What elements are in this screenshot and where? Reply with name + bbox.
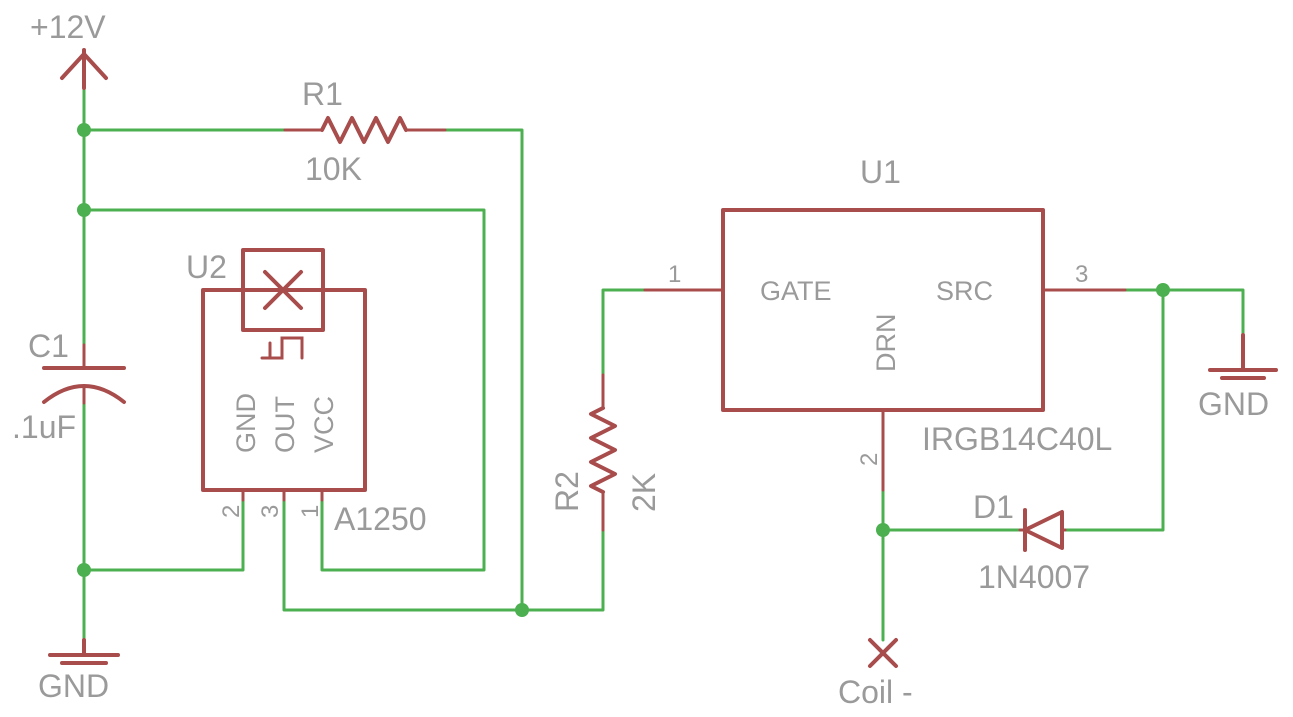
wire-src-gnd	[1123, 288, 1245, 337]
junction-dot	[1156, 283, 1170, 297]
u2-ref: U2	[186, 249, 227, 285]
wires	[82, 86, 1245, 642]
u1-ref: U1	[860, 154, 901, 190]
c1-ref: C1	[28, 328, 69, 364]
u2-pulse-icon	[260, 336, 304, 360]
junction-dot	[876, 523, 890, 537]
resistor-r2: R2 2K	[549, 373, 662, 532]
supply-arrow-icon	[60, 52, 108, 80]
u2-pin-name-gnd: GND	[231, 393, 261, 453]
u2-sensor-box	[241, 248, 325, 332]
supply-label: +12V	[30, 9, 106, 45]
gnd-left-symbol: GND	[38, 638, 120, 704]
u2-pin-name-out: OUT	[270, 396, 300, 453]
u1-body	[721, 208, 1045, 412]
coil-connector: Coil -	[838, 638, 913, 710]
u1-part: IRGB14C40L	[922, 421, 1112, 457]
wire-u2-out	[282, 498, 605, 612]
c1-value: .1uF	[12, 409, 76, 445]
u1-pin-number-gate: 1	[668, 261, 681, 288]
d1-triangle-icon	[1023, 510, 1064, 550]
gnd-right-label: GND	[1198, 386, 1269, 422]
gnd-left-label: GND	[38, 668, 109, 704]
junction-dot	[515, 603, 529, 617]
u1-pin-number-source: 3	[1075, 261, 1088, 288]
wire-u2-vcc	[82, 208, 486, 572]
u1-pin-number-drain: 2	[856, 453, 883, 466]
u2-part: A1250	[334, 501, 427, 537]
r2-ref: R2	[549, 471, 585, 512]
junction-dot	[77, 563, 91, 577]
r1-value: 10K	[305, 151, 362, 187]
d1-ref: D1	[973, 489, 1014, 525]
u2-body	[201, 288, 367, 492]
wire-r1-right	[443, 128, 524, 612]
supply-symbol: +12V	[30, 9, 108, 90]
gnd-right-symbol: GND	[1198, 333, 1278, 422]
u1-pin-name-gate: GATE	[760, 276, 832, 306]
capacitor-c1: C1 .1uF	[12, 328, 126, 445]
u2-cross-icon	[263, 270, 303, 310]
r1-zigzag-icon	[320, 116, 408, 144]
resistor-r1: R1 10K	[283, 76, 447, 187]
d1-value: 1N4007	[978, 559, 1090, 595]
coil-x-icon	[868, 638, 898, 668]
u1-pin-name-source: SRC	[936, 276, 993, 306]
r1-ref: R1	[302, 76, 343, 112]
diode-d1: D1 1N4007	[973, 489, 1090, 595]
junction-dot	[77, 123, 91, 137]
wire-to-gate	[601, 288, 647, 377]
u2-pin-name-vcc: VCC	[309, 396, 339, 453]
wire-src-diode	[1063, 288, 1165, 532]
u2-pin-number: 3	[257, 505, 284, 518]
ic-u1: GATE SRC DRN 1 3 2 U1 IRGB14C40L	[643, 154, 1127, 492]
u2-pin-number: 1	[297, 505, 324, 518]
r2-value: 2K	[626, 473, 662, 512]
junctions	[77, 123, 1170, 617]
wire-u2-gnd	[82, 498, 245, 572]
junction-dot	[77, 203, 91, 217]
coil-label: Coil -	[838, 674, 913, 710]
u2-pin-number: 2	[218, 505, 245, 518]
r2-zigzag-icon	[589, 406, 617, 494]
ic-u2: GND OUT VCC 2 3 1 U2 A1250	[186, 248, 427, 537]
u1-pin-name-drain: DRN	[871, 314, 901, 373]
